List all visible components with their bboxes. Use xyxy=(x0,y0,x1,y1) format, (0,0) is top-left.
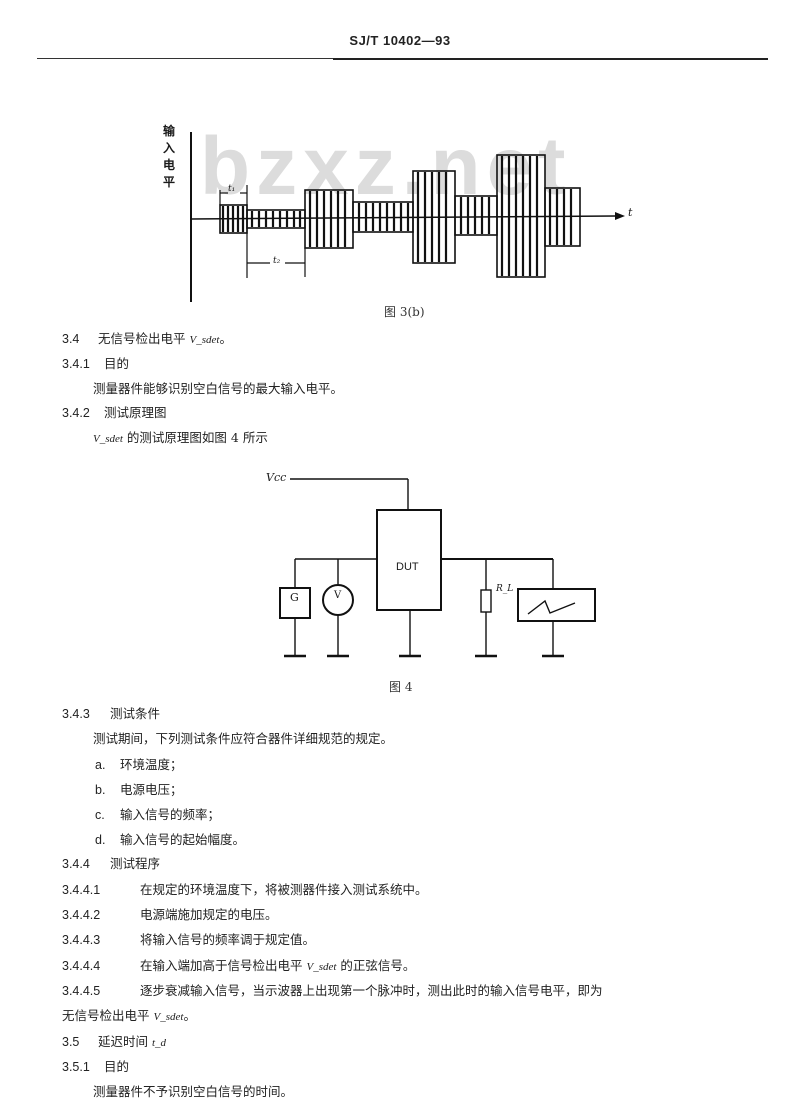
condition-c: c.输入信号的频率； xyxy=(95,807,221,822)
condition-d: d.输入信号的起始幅度。 xyxy=(95,832,246,847)
resistor-label: R_L xyxy=(496,584,514,594)
x-axis-label: t xyxy=(628,206,633,219)
header-rule-thick xyxy=(333,58,768,60)
t2-label: t₂ xyxy=(273,256,281,266)
figure-4-caption: 图 4 xyxy=(389,680,413,694)
figure-3b-caption: 图 3(b) xyxy=(384,305,425,319)
condition-a: a.环境温度； xyxy=(95,757,183,772)
generator-label: G xyxy=(290,591,299,604)
vcc-label: Vcc xyxy=(266,471,287,484)
test-circuit-diagram xyxy=(279,478,596,658)
burst-waveform-chart xyxy=(190,132,625,302)
section-3-4-1-body: 测量器件能够识别空白信号的最大输入电平。 xyxy=(93,381,344,396)
section-3-4-2-body: V_sdet 的测试原理图如图 4 所示 xyxy=(93,430,268,445)
y-axis-label: 输 入 电 平 xyxy=(162,124,175,189)
section-3-5-1-body: 测量器件不予识别空白信号的时间。 xyxy=(93,1084,294,1099)
watermark: bzxz.net xyxy=(200,121,572,212)
step-3-4-4-5-continued: 无信号检出电平 V_sdet。 xyxy=(62,1008,196,1023)
header-standard-id: SJ/T 10402—93 xyxy=(349,33,451,48)
dut-label: DUT xyxy=(396,561,419,573)
condition-b: b.电源电压； xyxy=(95,782,183,797)
voltmeter-label: V xyxy=(334,590,342,601)
section-3-4-3-body: 测试期间，下列测试条件应符合器件详细规范的规定。 xyxy=(93,731,394,746)
t1-label: t₁ xyxy=(228,184,236,194)
